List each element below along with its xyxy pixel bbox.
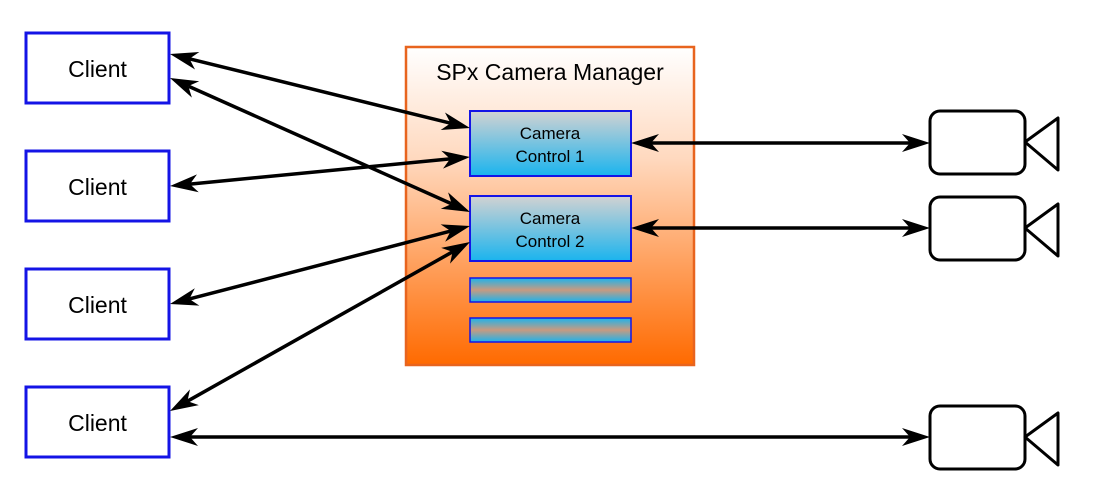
camera-control-1-line1: Camera bbox=[520, 124, 581, 143]
arrow-client-1-to-camera-control-2 bbox=[170, 78, 470, 212]
camera-1-icon bbox=[928, 109, 1060, 176]
arrow-client-3-to-camera-control-2 bbox=[170, 224, 470, 306]
camera-control-1: Camera Control 1 bbox=[469, 110, 632, 177]
camera-3-icon bbox=[928, 404, 1060, 471]
camera-control-slot-4 bbox=[469, 317, 632, 343]
camera-2-icon bbox=[928, 195, 1060, 262]
client-2: Client bbox=[24, 149, 171, 223]
client-1-label: Client bbox=[68, 56, 127, 82]
connection-arrows bbox=[170, 51, 930, 446]
client-3-label: Client bbox=[68, 292, 127, 318]
camera-control-2-line1: Camera bbox=[520, 209, 581, 228]
client-2-label: Client bbox=[68, 174, 127, 200]
client-4-label: Client bbox=[68, 410, 127, 436]
arrow-client-1-to-camera-control-1 bbox=[170, 51, 470, 131]
camera-control-2: Camera Control 2 bbox=[469, 195, 632, 262]
client-3: Client bbox=[24, 267, 171, 341]
arrow-camera-control-1-to-camera-1 bbox=[631, 134, 930, 152]
camera-control-2-line2: Control 2 bbox=[516, 232, 585, 251]
arrow-client-2-to-camera-control-1 bbox=[170, 150, 470, 193]
client-1: Client bbox=[24, 31, 171, 105]
arrow-camera-control-2-to-camera-2 bbox=[631, 219, 930, 237]
camera-control-slot-3 bbox=[469, 277, 632, 303]
arrow-client-4-to-camera-3 bbox=[170, 428, 930, 446]
arrow-client-4-to-camera-control-2 bbox=[170, 242, 470, 411]
client-4: Client bbox=[24, 385, 171, 459]
manager-title: SPx Camera Manager bbox=[436, 59, 664, 85]
camera-control-1-line2: Control 1 bbox=[516, 147, 585, 166]
